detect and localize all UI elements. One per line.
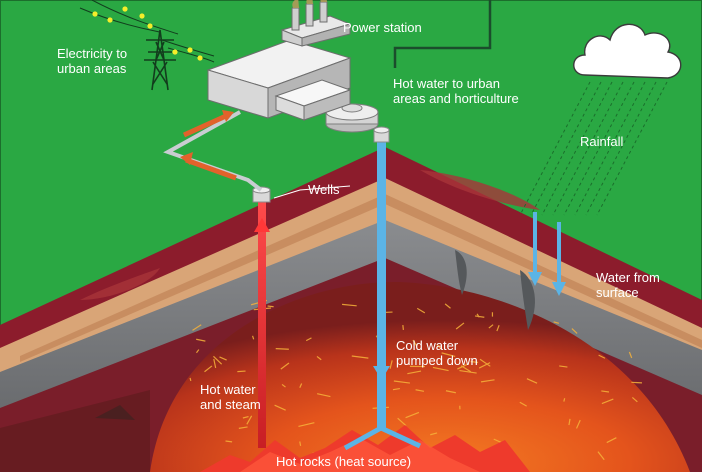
cold-well-cap — [373, 126, 390, 134]
label-rainfall: Rainfall — [580, 134, 624, 149]
rock-pocket-left — [80, 268, 160, 300]
label-leaders — [273, 185, 351, 199]
fault-crack-2 — [520, 270, 535, 330]
cold-water-spread — [343, 425, 422, 451]
label-hot-water-urban: Hot water to urban areas and horticultur… — [393, 76, 519, 106]
pipeline-arrow-1 — [180, 152, 193, 165]
label-hot-water-urban-line2: areas and horticulture — [393, 91, 519, 106]
label-cold-water-line1: Cold water — [396, 338, 459, 353]
fault-crack — [455, 250, 467, 295]
label-cold-water: Cold water pumped down — [396, 338, 478, 368]
magma-dome — [150, 281, 690, 472]
power-station-icon — [206, 15, 352, 121]
heat-exchanger-cap — [341, 103, 363, 113]
hot-well-arrow — [254, 218, 270, 232]
label-electricity: Electricity to urban areas — [57, 46, 127, 76]
power-line-beads — [92, 6, 203, 61]
label-hot-water-steam: Hot water and steam — [200, 382, 261, 412]
heat-source-highlight — [240, 438, 480, 472]
cold-well-arrow — [373, 366, 390, 380]
pipeline-arrow-2 — [222, 110, 234, 122]
label-cold-water-line2: pumped down — [396, 353, 478, 368]
label-water-from-surface-line2: surface — [596, 285, 639, 300]
power-pylon-icon — [144, 29, 176, 91]
label-electricity-line1: Electricity to — [57, 46, 128, 61]
rock-chip — [95, 405, 135, 420]
urban-distribution-line — [393, 0, 492, 68]
label-hot-water-urban-line1: Hot water to urban — [393, 76, 500, 91]
infiltration-arrows — [528, 212, 566, 296]
label-hot-rocks: Hot rocks (heat source) — [276, 454, 412, 469]
pipeline-hot-segment — [185, 157, 237, 181]
rain-streaks — [519, 81, 668, 216]
label-hot-water-steam-line1: Hot water — [200, 382, 256, 397]
chimneys — [291, 0, 328, 31]
magma-texture — [189, 299, 643, 467]
cold-water-well — [377, 140, 386, 430]
label-power-station: Power station — [343, 20, 422, 35]
label-water-from-surface-line1: Water from — [596, 270, 660, 285]
label-water-from-surface: Water from surface — [596, 270, 660, 300]
pipeline-hot-segment-2 — [182, 113, 228, 138]
label-hot-water-steam-line2: and steam — [200, 397, 261, 412]
cloud-icon — [573, 23, 682, 79]
sand-streak — [20, 194, 702, 362]
label-wells: Wells — [308, 182, 340, 197]
hot-water-well — [258, 200, 266, 448]
rock-pocket-right — [420, 170, 540, 210]
label-electricity-line2: urban areas — [57, 61, 127, 76]
